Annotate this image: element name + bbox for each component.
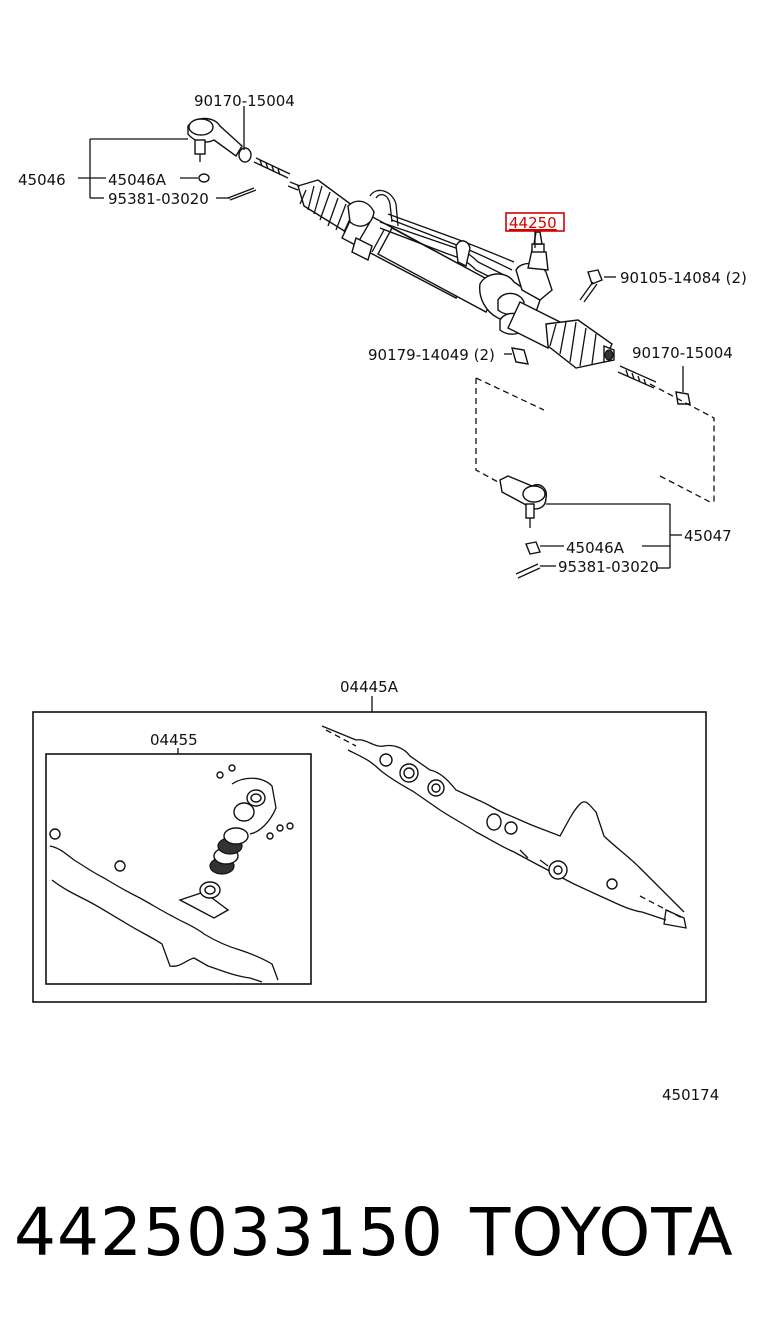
callout-bracket-right: [540, 503, 682, 569]
tie-rod-end-right: [499, 475, 547, 579]
label-nut-right: 45046A: [566, 539, 625, 557]
label-cotter-pin-right: 95381-03020: [558, 558, 659, 576]
footer: 4425033150 TOYOTA: [0, 1188, 760, 1278]
label-highlighted-part[interactable]: 44250: [509, 214, 557, 232]
gasket-kit-rack-outline: [321, 725, 687, 929]
seal-kit-frame: [45, 753, 312, 985]
label-tie-rod-end-left: 45046: [18, 171, 66, 189]
callout-bracket-left: [78, 106, 245, 199]
label-lock-nut-top-left: 90170-15004: [194, 92, 295, 110]
label-tie-rod-end-right: 45047: [684, 527, 732, 545]
label-nut-left: 45046A: [108, 171, 167, 189]
label-diagram-code: 450174: [662, 1086, 719, 1104]
steering-rack-housing: [287, 179, 615, 369]
tie-rod-end-left: [187, 117, 291, 201]
label-seal-kit: 04455: [150, 731, 198, 749]
bolt-bottom: [504, 347, 529, 365]
label-bolt-bottom: 90179-14049 (2): [368, 346, 495, 364]
gasket-kit-frame: [32, 711, 707, 1003]
label-cotter-pin-left: 95381-03020: [108, 190, 209, 208]
label-gasket-kit: 04445A: [340, 678, 399, 696]
seal-kit-parts: [49, 764, 294, 983]
part-number: 4425033150: [14, 1194, 444, 1271]
bolt-right: [579, 269, 616, 303]
brand-name: TOYOTA: [470, 1194, 734, 1271]
dashed-connector: [475, 377, 715, 504]
lock-nut-right: [617, 365, 691, 405]
label-lock-nut-right: 90170-15004: [632, 344, 733, 362]
label-bolt-right: 90105-14084 (2): [620, 269, 747, 287]
